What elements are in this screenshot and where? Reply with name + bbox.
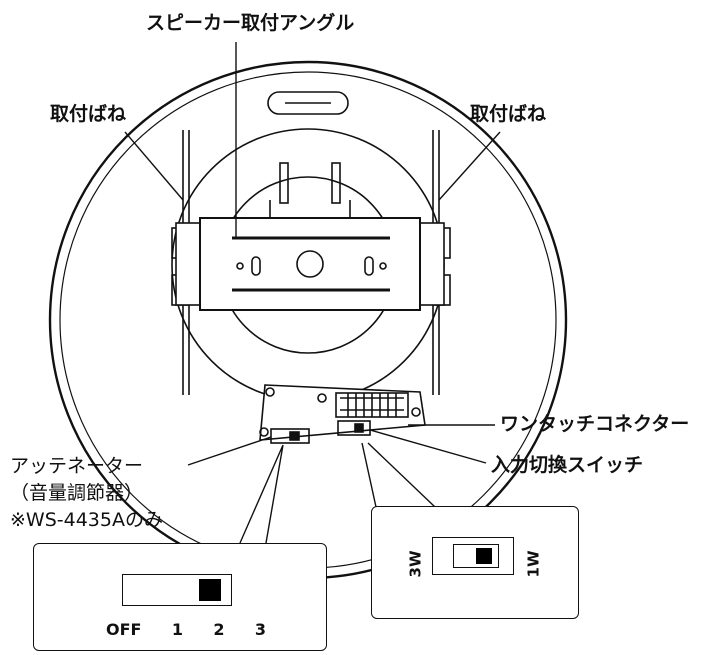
terminal-board	[259, 384, 426, 444]
position-3: 3	[254, 620, 266, 639]
leader-switch	[369, 429, 487, 464]
label-input-switch: 入力切換スイッチ	[491, 454, 644, 476]
switch-label-3w: 3W	[406, 550, 425, 578]
attenuator-detail-box: OFF 1 2 3	[33, 543, 327, 651]
label-attenuator: アッテネーター	[10, 455, 144, 477]
attenuator-slider-knob	[199, 579, 221, 601]
callout-switch	[361, 442, 436, 508]
label-spring-left: 取付ばね	[50, 103, 127, 125]
switch-knob	[476, 548, 492, 564]
label-spring-right: 取付ばね	[470, 103, 547, 125]
label-connector: ワンタッチコネクター	[500, 413, 690, 435]
callout-attenuator	[239, 444, 284, 544]
leader-spring-left	[124, 131, 184, 201]
switch-label-1w: 1W	[524, 550, 543, 578]
switch-detail-box: 3W 1W	[371, 506, 579, 619]
position-1: 1	[171, 620, 183, 639]
switch-track	[453, 544, 499, 568]
position-off: OFF	[106, 620, 142, 639]
mounting-angle	[175, 217, 445, 311]
top-slot	[267, 91, 349, 115]
label-attenuator-note: ※WS-4435Aのみ	[10, 509, 163, 531]
switch-outer-frame	[432, 537, 514, 575]
leader-spring-right	[438, 131, 501, 201]
label-mounting-angle: スピーカー取付アングル	[146, 12, 355, 34]
attenuator-slider-track	[122, 574, 232, 606]
position-2: 2	[213, 620, 225, 639]
label-attenuator-sub: （音量調節器）	[10, 482, 144, 504]
leader-attenuator	[187, 436, 272, 466]
